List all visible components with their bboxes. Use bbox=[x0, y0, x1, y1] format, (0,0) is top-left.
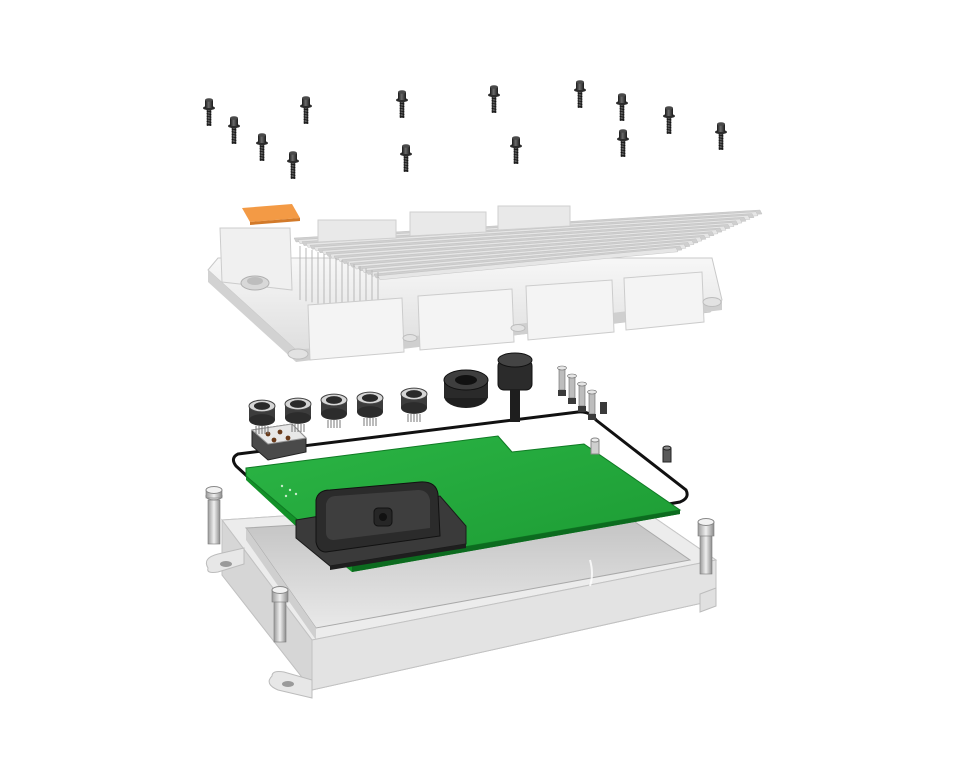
round-connector-icon bbox=[320, 393, 348, 428]
pin-terminal-icon bbox=[567, 373, 577, 404]
screw-icon bbox=[287, 151, 299, 179]
thermal-pad-icon bbox=[242, 204, 300, 225]
heatsink-cover-icon bbox=[207, 205, 763, 362]
screw-icon bbox=[617, 129, 629, 157]
round-connector-icon bbox=[248, 399, 276, 434]
screw-icon bbox=[574, 80, 586, 108]
round-connector-icon bbox=[400, 387, 428, 422]
circular-connectors-icon bbox=[248, 352, 607, 434]
housing-bolts-icon bbox=[205, 486, 715, 643]
standoffs-icon bbox=[590, 437, 672, 463]
screw-icon bbox=[300, 96, 312, 124]
pin-terminal-icon bbox=[577, 381, 587, 412]
screw-icon bbox=[510, 136, 522, 164]
screw-icon bbox=[396, 90, 408, 118]
screw-icon bbox=[488, 85, 500, 113]
screw-icon bbox=[203, 98, 215, 126]
screw-icon bbox=[616, 93, 628, 121]
screw-icon bbox=[256, 133, 268, 161]
top-screws-icon bbox=[203, 80, 727, 179]
screw-icon bbox=[400, 144, 412, 172]
pin-terminal-icon bbox=[587, 389, 597, 420]
screw-icon bbox=[228, 116, 240, 144]
grommet-connector-icon bbox=[443, 369, 489, 408]
round-connector-icon bbox=[356, 391, 384, 426]
round-connector-icon bbox=[284, 397, 312, 432]
screw-icon bbox=[715, 122, 727, 150]
cable-connector-icon bbox=[497, 352, 533, 422]
pin-terminal-icon bbox=[557, 365, 567, 396]
screw-icon bbox=[663, 106, 675, 134]
main-connector-icon bbox=[295, 481, 467, 570]
